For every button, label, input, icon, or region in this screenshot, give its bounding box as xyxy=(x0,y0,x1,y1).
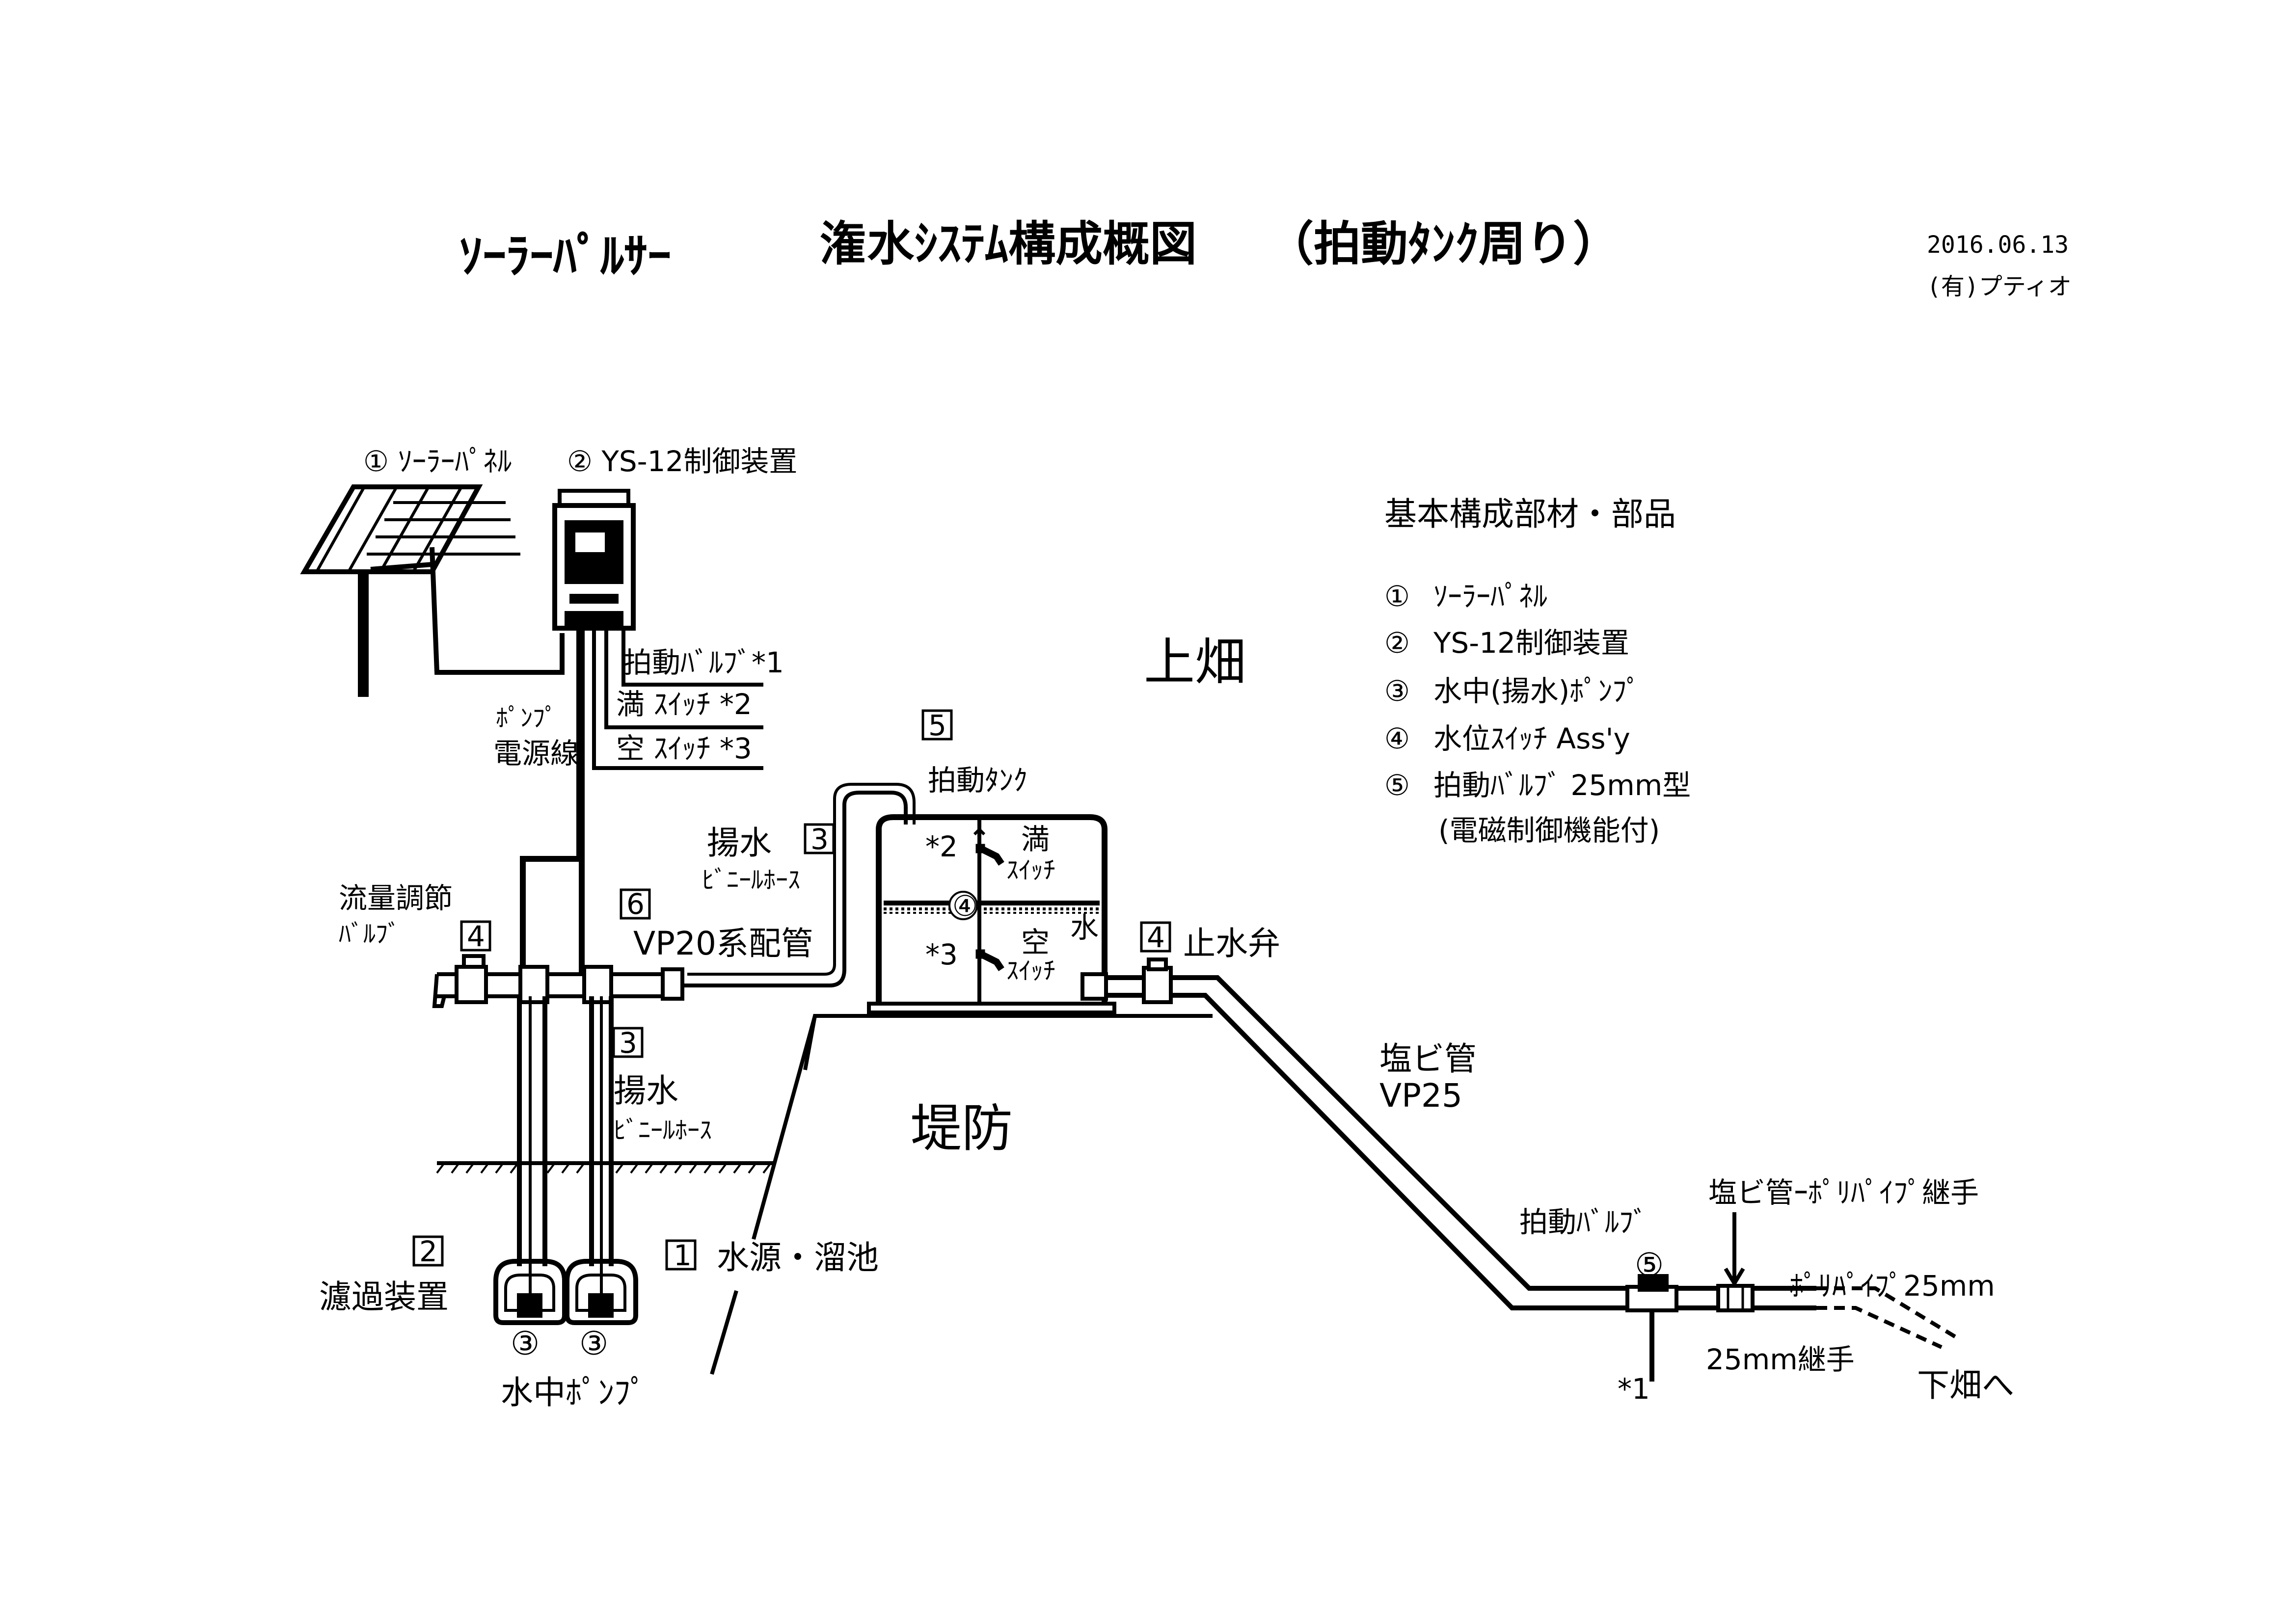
parts-list-num: ③ xyxy=(1384,674,1410,708)
tank-empty-star: *3 xyxy=(925,938,958,971)
tank-empty-label: ｽｲｯﾁ xyxy=(1006,957,1055,985)
vp20-piping xyxy=(432,783,916,1008)
pulse-tank-label: 拍動ﾀﾝｸ xyxy=(928,764,1027,797)
parts-list-label: ｿｰﾗｰﾊﾟﾈﾙ xyxy=(1433,580,1547,613)
water-source-num-box xyxy=(665,1239,697,1271)
solar-panel-icon xyxy=(300,484,565,697)
flow-valve-icon xyxy=(462,954,486,969)
parts-list-num: ① xyxy=(1384,580,1410,613)
pulse-tank-num-box xyxy=(921,709,953,741)
pump-right-num: ③ xyxy=(579,1325,608,1362)
pump-hose-top-label: ﾋﾞﾆｰﾙﾎｰｽ xyxy=(702,866,800,894)
poly-pipe-label: ﾎﾟﾘﾊﾟｲﾌﾟ25mm xyxy=(1789,1269,1995,1303)
tank-full-label: 満 xyxy=(1021,823,1050,856)
levee-label: 堤防 xyxy=(911,1098,1013,1158)
tank-switch-num: ④ xyxy=(952,889,978,923)
tank-water-label: 水 xyxy=(1070,911,1099,944)
poly-pipe xyxy=(1816,1286,1958,1349)
water-source-label: 水源・溜池 xyxy=(717,1239,879,1277)
flow-valve-label: 流量調節 xyxy=(339,881,453,915)
pump-hose-low-num: 3 xyxy=(619,1026,637,1060)
filter-label: 濾過装置 xyxy=(319,1278,449,1316)
pump-hose-top-num-box xyxy=(804,823,835,854)
stop-valve-num: 4 xyxy=(1147,921,1165,954)
pump-hose-low-label: ﾋﾞﾆｰﾙﾎｰｽ xyxy=(614,1116,712,1144)
pulse-tank-icon xyxy=(867,814,1116,1014)
parts-list-num: ④ xyxy=(1384,722,1410,755)
vp20-num-box xyxy=(620,888,651,920)
pump-hose-low-num-box xyxy=(612,1027,644,1058)
to-lower-field-label: 下畑へ xyxy=(1917,1366,2014,1404)
date-text: 2016.06.13 xyxy=(1927,231,2069,259)
controller-label: ② YS-12制御装置 xyxy=(567,445,797,478)
solar-panel-label: ① ｿｰﾗｰﾊﾟﾈﾙ xyxy=(363,445,512,478)
filter-pump-right-icon xyxy=(565,1259,638,1325)
parts-list-label: 水中(揚水)ﾎﾟﾝﾌﾟ xyxy=(1433,674,1641,708)
stop-valve-icon xyxy=(1080,958,1173,1004)
joint-label: 塩ビ管ｰﾎﾟﾘﾊﾟｲﾌﾟ継手 xyxy=(1708,1176,1979,1209)
pvc-pipe-label: 塩ビ管 xyxy=(1379,1040,1477,1078)
company-name: (有)プティオ xyxy=(1927,273,2072,300)
water-source-num: 1 xyxy=(674,1239,692,1272)
upper-field-label: 上畑 xyxy=(1144,632,1246,692)
flow-valve-num-box xyxy=(460,920,491,952)
parts-list-label: 拍動ﾊﾞﾙﾌﾞ 25mm型 xyxy=(1433,769,1691,802)
full-switch-wire-label: 満 ｽｲｯﾁ *2 xyxy=(616,688,752,721)
joint-icon xyxy=(1716,1284,1755,1312)
filter-num-box xyxy=(412,1235,444,1267)
flow-valve-num: 4 xyxy=(467,920,485,953)
tank-switch-num-circle xyxy=(948,891,978,920)
levee-outline xyxy=(437,1014,1213,1375)
pump-hose-top-num: 3 xyxy=(810,823,829,856)
flow-valve-label: ﾊﾞﾙﾌﾞ xyxy=(339,920,400,948)
controller-icon xyxy=(552,489,636,631)
tank-full-star: *2 xyxy=(925,830,958,863)
vp25-pipe xyxy=(1105,975,1816,1310)
parts-list-num: ⑤ xyxy=(1384,769,1410,802)
pulse-tank-num: 5 xyxy=(928,709,946,742)
filter-num: 2 xyxy=(419,1235,437,1268)
vp20-num: 6 xyxy=(626,887,645,921)
tank-empty-label: 空 xyxy=(1021,926,1050,959)
pump-hoses xyxy=(517,996,614,1296)
pump-hose-low-label: 揚水 xyxy=(614,1072,678,1110)
pvc-pipe-label: VP25 xyxy=(1379,1077,1462,1115)
title-main: 潅水ｼｽﾃﾑ構成概図 xyxy=(820,216,1197,271)
parts-list: ① ｿｰﾗｰﾊﾟﾈﾙ ② YS-12制御装置 ③ 水中(揚水)ﾎﾟﾝﾌﾟ ④ 水… xyxy=(1384,580,1691,847)
vp20-label: VP20系配管 xyxy=(633,925,813,962)
pulse-valve-label: 拍動ﾊﾞﾙﾌﾞ xyxy=(1519,1205,1648,1239)
submersible-pump-label: 水中ﾎﾟﾝﾌﾟ xyxy=(501,1374,647,1411)
stop-valve-num-box xyxy=(1140,921,1171,953)
ground-hatch xyxy=(436,1162,772,1174)
pump-left-num: ③ xyxy=(511,1325,540,1362)
pump-hose-top-label: 揚水 xyxy=(707,824,772,862)
parts-list-label: 水位ｽｲｯﾁ Ass'y xyxy=(1433,722,1630,755)
empty-switch-wire-label: 空 ｽｲｯﾁ *3 xyxy=(616,732,752,765)
joint-25-label: 25mm継手 xyxy=(1706,1343,1855,1376)
title-left: ｿｰﾗｰﾊﾟﾙｻｰ xyxy=(459,229,671,284)
parts-list-heading: 基本構成部材・部品 xyxy=(1384,495,1676,533)
title-sub: （拍動ﾀﾝｸ周り） xyxy=(1267,216,1620,271)
parts-list-note: (電磁制御機能付) xyxy=(1438,814,1660,847)
stop-valve-label: 止水弁 xyxy=(1183,925,1280,962)
controller-wires xyxy=(520,628,763,974)
pulse-valve-icon xyxy=(1625,1274,1678,1382)
joint-arrow-icon xyxy=(1724,1212,1745,1287)
tank-full-label: ｽｲｯﾁ xyxy=(1006,856,1055,884)
parts-list-label: YS-12制御装置 xyxy=(1433,626,1629,660)
pulse-valve-wire-label: 拍動ﾊﾞﾙﾌﾞ*1 xyxy=(623,646,784,679)
pump-power-label: 電源線 xyxy=(493,737,579,770)
pulse-valve-star: *1 xyxy=(1618,1372,1650,1406)
parts-list-num: ② xyxy=(1384,626,1410,660)
pump-power-label: ﾎﾟﾝﾌﾟ xyxy=(496,704,557,732)
